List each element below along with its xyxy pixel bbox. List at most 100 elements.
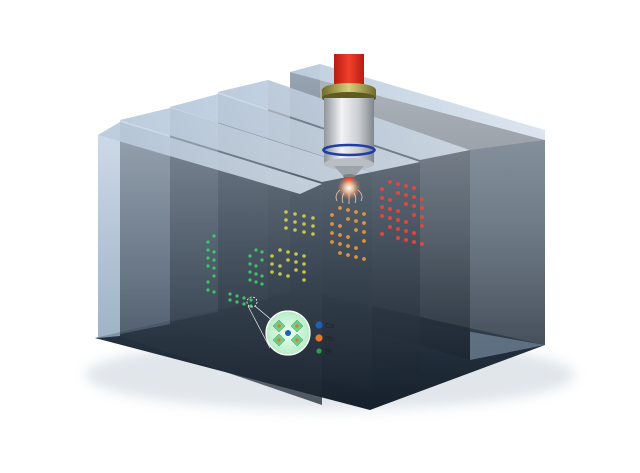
written-dot <box>412 195 416 199</box>
written-dot <box>302 230 306 234</box>
cs-atom-icon <box>315 321 323 329</box>
written-dot <box>278 264 282 268</box>
written-dot <box>311 216 315 220</box>
written-dot <box>346 235 350 239</box>
written-dot <box>420 215 424 219</box>
written-dot <box>354 228 358 232</box>
written-dot <box>270 254 274 258</box>
legend-item-br: Br <box>316 347 333 356</box>
written-dot <box>284 218 288 222</box>
written-dot <box>212 250 216 254</box>
written-dot <box>242 302 246 306</box>
dot-pattern-yellow-2 <box>284 210 315 236</box>
written-dot <box>330 213 334 217</box>
written-dot <box>346 208 350 212</box>
objective-lens <box>322 54 376 204</box>
legend-label-pb: Pb <box>325 334 334 343</box>
written-dot <box>302 254 306 258</box>
written-dot <box>388 216 392 220</box>
written-dot <box>302 278 306 282</box>
written-dot <box>302 270 306 274</box>
written-dot <box>396 209 400 213</box>
written-dot <box>278 272 282 276</box>
legend-item-pb: Pb <box>315 334 334 343</box>
pb-atom <box>295 338 299 342</box>
written-dot <box>294 268 298 272</box>
written-dot <box>404 220 408 224</box>
written-dot <box>346 217 350 221</box>
written-dot <box>362 212 366 216</box>
written-dot <box>330 222 334 226</box>
written-dot <box>311 224 315 228</box>
written-dot <box>206 256 210 260</box>
written-dot-patterns <box>206 180 424 308</box>
legend-label-br: Br <box>325 347 333 356</box>
written-dot <box>206 248 210 252</box>
dot-pattern-red-1 <box>380 180 424 246</box>
written-dot <box>420 242 424 246</box>
written-dot <box>293 220 297 224</box>
written-dot <box>212 266 216 270</box>
legend-label-cs: Cs <box>325 321 334 330</box>
written-dot <box>362 239 366 243</box>
written-dot <box>354 246 358 250</box>
written-dot <box>346 253 350 257</box>
written-dot <box>254 248 258 252</box>
written-dot <box>404 238 408 242</box>
dot-pattern-orange-1 <box>330 206 366 261</box>
written-dot <box>412 231 416 235</box>
crystal-lattice-icon <box>272 319 304 347</box>
written-dot <box>206 264 210 268</box>
written-dot <box>388 180 392 184</box>
laser-beam <box>334 54 364 88</box>
written-dot <box>311 232 315 236</box>
written-dot <box>380 205 384 209</box>
written-dot <box>412 240 416 244</box>
written-dot <box>362 221 366 225</box>
pb-atom <box>277 324 281 328</box>
written-dot <box>212 258 216 262</box>
written-dot <box>302 262 306 266</box>
written-dot <box>206 240 210 244</box>
written-dot <box>338 242 342 246</box>
pb-atom-icon <box>315 334 323 342</box>
written-dot <box>270 270 274 274</box>
written-dot <box>206 288 210 292</box>
written-dot <box>380 214 384 218</box>
written-dot <box>396 191 400 195</box>
written-dot <box>420 197 424 201</box>
crystal-zoom-callout <box>246 296 311 356</box>
written-dot <box>206 280 210 284</box>
written-dot <box>396 227 400 231</box>
legend-item-cs: Cs <box>315 321 334 330</box>
written-dot <box>412 213 416 217</box>
written-dot <box>354 210 358 214</box>
written-dot <box>404 184 408 188</box>
written-dot <box>330 231 334 235</box>
written-dot <box>293 212 297 216</box>
written-dot <box>354 255 358 259</box>
written-dot <box>212 290 216 294</box>
dot-pattern-green-1 <box>206 234 216 294</box>
written-dot <box>294 260 298 264</box>
written-dot <box>396 218 400 222</box>
written-dot <box>254 280 258 284</box>
written-dot <box>294 252 298 256</box>
written-dot <box>278 248 282 252</box>
written-dot <box>249 298 253 302</box>
written-dot <box>380 187 384 191</box>
written-dot <box>212 274 216 278</box>
written-dot <box>248 278 252 282</box>
written-dot <box>412 186 416 190</box>
written-dot <box>228 292 232 296</box>
written-dot <box>248 254 252 258</box>
pb-atom <box>295 324 299 328</box>
written-dot <box>388 198 392 202</box>
written-dot <box>284 226 288 230</box>
written-dot <box>338 206 342 210</box>
written-dot <box>260 282 264 286</box>
written-dot <box>388 207 392 211</box>
written-dot <box>404 193 408 197</box>
written-dot <box>396 236 400 240</box>
written-dot <box>362 230 366 234</box>
